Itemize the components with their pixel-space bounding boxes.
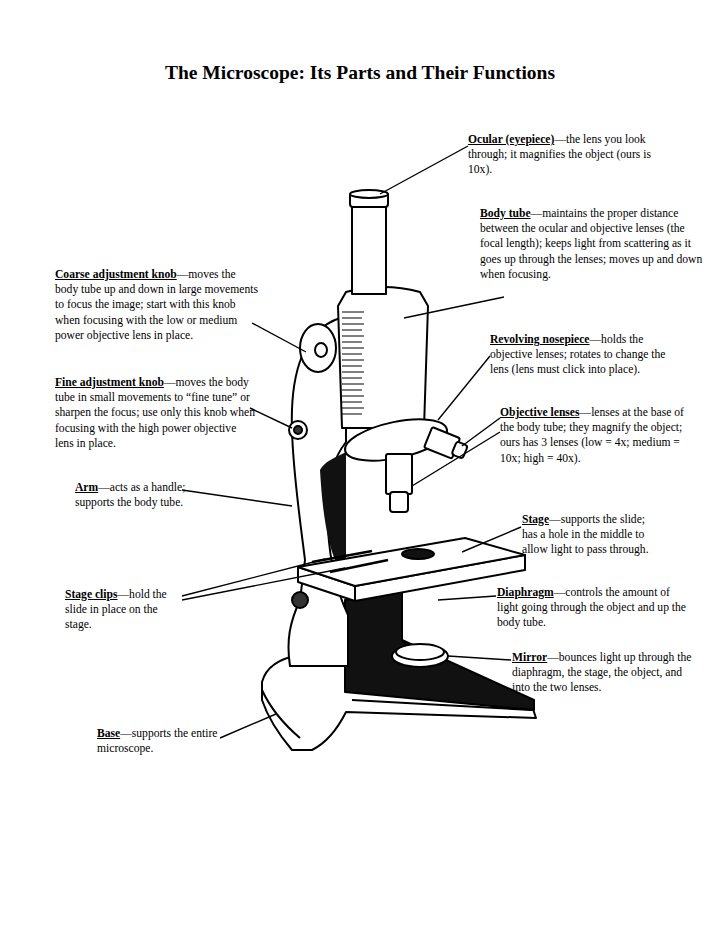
part-callout: Base—supports the entire microscope. (97, 726, 229, 756)
objective-tip (390, 492, 408, 512)
part-name: Objective lenses (500, 406, 580, 419)
part-name: Mirror (512, 651, 547, 664)
leader-line (412, 432, 500, 486)
leader-line (182, 568, 345, 600)
objective-lens (386, 454, 412, 494)
arm-shape (288, 318, 348, 666)
leader-line (448, 656, 511, 660)
leader-line (380, 146, 468, 194)
part-name: Body tube (480, 207, 531, 220)
part-name: Base (97, 727, 120, 740)
part-callout: Fine adjustment knob—moves the body tube… (55, 375, 255, 451)
stage-hole (402, 549, 434, 559)
part-name: Ocular (eyepiece) (468, 133, 554, 146)
leader-line (438, 356, 490, 420)
stage-clip (330, 560, 388, 572)
part-callout: Arm—acts as a handle; supports the body … (75, 480, 190, 510)
stage-top (298, 538, 525, 586)
eyepiece-tube (352, 200, 386, 294)
part-callout: Revolving nosepiece—holds the objective … (490, 332, 680, 378)
leader-line (404, 297, 504, 318)
part-callout: Stage clips—hold the slide in place on t… (65, 587, 185, 633)
part-callout: Mirror—bounces light up through the diap… (512, 650, 694, 696)
leader-line (220, 714, 276, 738)
part-callout: Objective lenses—lenses at the base of t… (500, 405, 686, 466)
part-name: Fine adjustment knob (55, 376, 164, 389)
body-tube (338, 287, 428, 428)
fine-knob (289, 421, 307, 439)
leader-line (252, 323, 306, 352)
mirror-rim (392, 645, 448, 667)
mirror-face (396, 644, 444, 660)
part-callout: Stage—supports the slide; has a hole in … (522, 512, 654, 558)
leader-line (462, 418, 500, 446)
fine-knob-center (294, 426, 302, 434)
part-callout: Body tube—maintains the proper distance … (480, 206, 706, 282)
body-tube-ridges (342, 312, 364, 414)
arm-shading (320, 452, 346, 562)
leader-line (462, 527, 521, 552)
leader-line (182, 559, 325, 596)
eyepiece-lens (350, 190, 388, 198)
title: The Microscope: Its Parts and Their Func… (0, 62, 720, 84)
coarse-knob-center (315, 343, 327, 357)
part-name: Diaphragm (497, 586, 554, 599)
part-name: Stage (522, 513, 549, 526)
coarse-knob (300, 324, 336, 372)
part-callout: Diaphragm—controls the amount of light g… (497, 585, 689, 631)
part-name: Coarse adjustment knob (55, 268, 177, 281)
stage-knob (292, 592, 308, 608)
part-callout: Ocular (eyepiece)—the lens you look thro… (468, 132, 668, 178)
leader-line (182, 490, 292, 506)
leader-line (438, 596, 496, 600)
part-name: Revolving nosepiece (490, 333, 590, 346)
part-name: Stage clips (65, 588, 118, 601)
leader-line (250, 408, 292, 428)
part-callout: Coarse adjustment knob—moves the body tu… (55, 267, 260, 343)
part-name: Arm (75, 481, 98, 494)
